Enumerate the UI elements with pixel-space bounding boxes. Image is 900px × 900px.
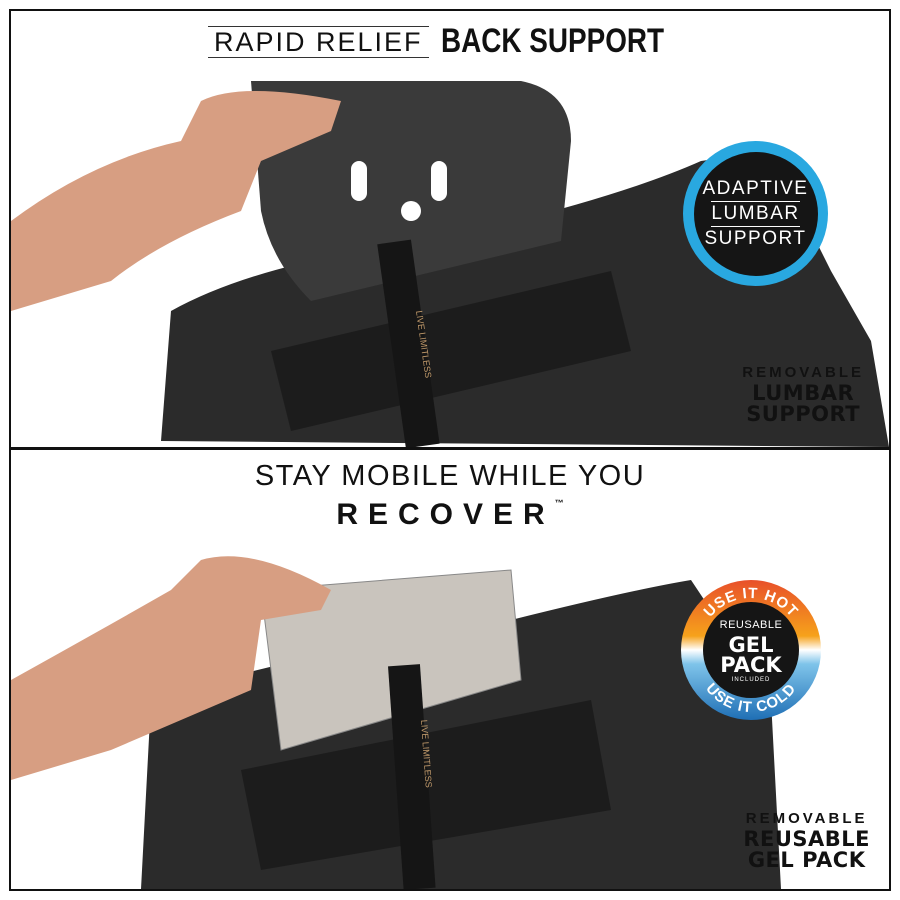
bottom-headline-bold: RECOVER™ bbox=[0, 498, 900, 532]
gel-pack bbox=[260, 569, 522, 751]
caption-line: REMOVABLE bbox=[742, 364, 864, 381]
recover-text: RECOVER bbox=[336, 498, 555, 531]
adaptive-lumbar-badge: ADAPTIVE LUMBAR SUPPORT bbox=[683, 141, 828, 286]
lumbar-panel bbox=[251, 81, 571, 301]
badge-line: INCLUDED bbox=[731, 677, 771, 683]
badge-line: REUSABLE bbox=[719, 619, 783, 631]
badge-line: LUMBAR bbox=[711, 200, 800, 227]
caption-line: GEL PACK bbox=[747, 848, 866, 872]
hand-shape bbox=[11, 556, 331, 780]
title-light: RAPID RELIEF bbox=[208, 25, 429, 58]
bottom-photo: LIVE LIMITLESS bbox=[11, 450, 889, 889]
page-title: RAPID RELIEF BACK SUPPORT bbox=[208, 22, 713, 61]
title-bold: BACK SUPPORT bbox=[440, 22, 664, 60]
caption-line: REUSABLE bbox=[743, 827, 870, 851]
caption-line: REMOVABLE bbox=[745, 810, 868, 827]
gel-pack-photo: LIVE LIMITLESS bbox=[11, 556, 781, 889]
top-caption: REMOVABLE LUMBAR SUPPORT bbox=[742, 362, 864, 425]
caption-line: SUPPORT bbox=[746, 402, 861, 426]
hand-shape bbox=[11, 91, 341, 311]
belt-brand-text: LIVE LIMITLESS bbox=[419, 719, 434, 788]
bottom-caption: REMOVABLE REUSABLE GEL PACK bbox=[743, 808, 870, 871]
bottom-headline: STAY MOBILE WHILE YOU bbox=[254, 460, 646, 492]
badge-line: SUPPORT bbox=[704, 227, 807, 249]
gel-pack-badge: USE IT HOT USE IT COLD REUSABLE GEL PACK… bbox=[681, 580, 821, 720]
badge-line: PACK bbox=[720, 653, 782, 677]
trademark: ™ bbox=[554, 498, 564, 508]
caption-line: LUMBAR bbox=[752, 381, 855, 405]
badge-line: ADAPTIVE bbox=[702, 177, 809, 199]
panel-divider bbox=[9, 447, 891, 450]
image-frame bbox=[9, 9, 891, 891]
badge-line: GEL bbox=[728, 633, 774, 657]
